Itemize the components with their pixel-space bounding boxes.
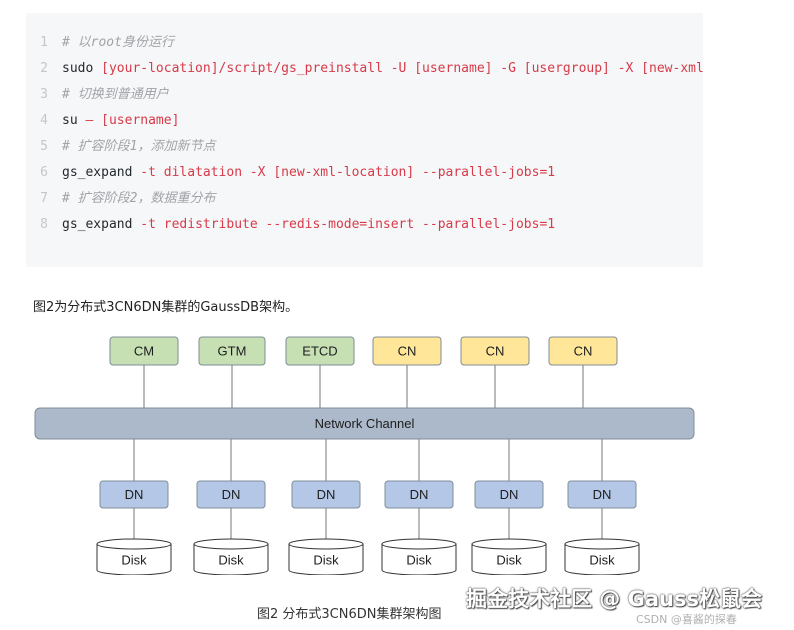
line-number: 3 — [40, 87, 48, 102]
node-cn-label: CN — [574, 343, 593, 358]
dn-node-box — [384, 480, 454, 509]
line-number: 6 — [40, 165, 48, 180]
disk-body — [96, 543, 172, 575]
dn-node-box — [99, 480, 169, 509]
line-number: 4 — [40, 113, 48, 128]
line-number: 7 — [40, 191, 48, 206]
disk-top — [381, 538, 457, 550]
section-text: 图2为分布式3CN6DN集群的GaussDB架构。 — [33, 300, 299, 315]
node-gtm-box — [198, 336, 266, 366]
code-command: su — [62, 113, 86, 128]
disk-label: Disk — [496, 552, 522, 567]
code-line: 8 gs_expand -t redistribute --redis-mode=… — [26, 212, 703, 238]
code-line: 7 # 扩容阶段2，数据重分布 — [26, 186, 703, 212]
node-cn-label: CN — [398, 343, 417, 358]
disk-label: Disk — [406, 552, 432, 567]
code-comment: # 扩容阶段2，数据重分布 — [62, 191, 216, 206]
dn-node-box — [474, 480, 544, 509]
disk-label: Disk — [218, 552, 244, 567]
disk-label: Disk — [313, 552, 339, 567]
network-channel-label: Network Channel — [315, 416, 415, 431]
disk-top — [288, 538, 364, 550]
disk-top — [564, 538, 640, 550]
figure-caption: 图2 分布式3CN6DN集群架构图 — [257, 607, 442, 622]
code-line: 3 # 切换到普通用户 — [26, 82, 703, 108]
disk-body — [193, 543, 269, 575]
code-line: 1 # 以root身份运行 — [26, 30, 703, 56]
dn-node-label: DN — [222, 487, 241, 502]
code-arguments: -t dilatation -X [new-xml-location] --pa… — [140, 165, 556, 180]
disk-label: Disk — [589, 552, 615, 567]
disk-body — [564, 543, 640, 575]
code-command: gs_expand — [62, 165, 141, 180]
node-cm-label: CM — [134, 343, 154, 358]
node-cn-box — [548, 336, 618, 366]
disk-top — [193, 538, 269, 550]
code-command: gs_expand — [62, 217, 141, 232]
code-block: 1 # 以root身份运行 2 sudo [your-location]/script… — [26, 13, 703, 267]
line-number: 8 — [40, 217, 48, 232]
code-comment: # 切换到普通用户 — [62, 87, 169, 102]
dn-node-label: DN — [125, 487, 144, 502]
node-cn-label: CN — [486, 343, 505, 358]
dn-node-label: DN — [500, 487, 519, 502]
node-etcd-box — [285, 336, 355, 366]
disk-body — [288, 543, 364, 575]
line-number: 2 — [40, 61, 48, 76]
line-number: 5 — [40, 139, 48, 154]
code-line: 5 # 扩容阶段1，添加新节点 — [26, 134, 703, 160]
dn-node-box — [567, 480, 637, 509]
line-number: 1 — [40, 35, 48, 50]
dn-node-label: DN — [593, 487, 612, 502]
code-arguments: [your-location]/script/gs_preinstall -U … — [101, 61, 703, 76]
node-cn-box — [460, 336, 530, 366]
code-arguments: -t redistribute --redis-mode=insert --pa… — [140, 217, 556, 232]
code-comment: # 以root身份运行 — [62, 35, 174, 50]
code-comment: # 扩容阶段1，添加新节点 — [62, 139, 216, 154]
node-gtm-label: GTM — [218, 343, 247, 358]
node-cn-box — [372, 336, 442, 366]
code-arguments: – [username] — [85, 113, 180, 128]
code-command: sudo — [62, 61, 102, 76]
network-channel-bar — [34, 407, 695, 440]
disk-label: Disk — [121, 552, 147, 567]
dn-node-box — [291, 480, 361, 509]
node-etcd-label: ETCD — [302, 343, 337, 358]
dn-node-label: DN — [317, 487, 336, 502]
disk-body — [471, 543, 547, 575]
watermark: 掘金技术社区 @ Gauss松鼠会 — [466, 587, 762, 611]
disk-body — [381, 543, 457, 575]
dn-node-box — [196, 480, 266, 509]
disk-top — [471, 538, 547, 550]
code-line: 2 sudo [your-location]/script/gs_preinsta… — [26, 56, 703, 82]
code-line: 4 su – [username] — [26, 108, 703, 134]
dn-node-label: DN — [410, 487, 429, 502]
disk-top — [96, 538, 172, 550]
code-line: 6 gs_expand -t dilatation -X [new-xml-loc… — [26, 160, 703, 186]
node-cm-box — [109, 336, 179, 366]
csdn-mark: CSDN @喜酱的探春 — [636, 613, 737, 626]
